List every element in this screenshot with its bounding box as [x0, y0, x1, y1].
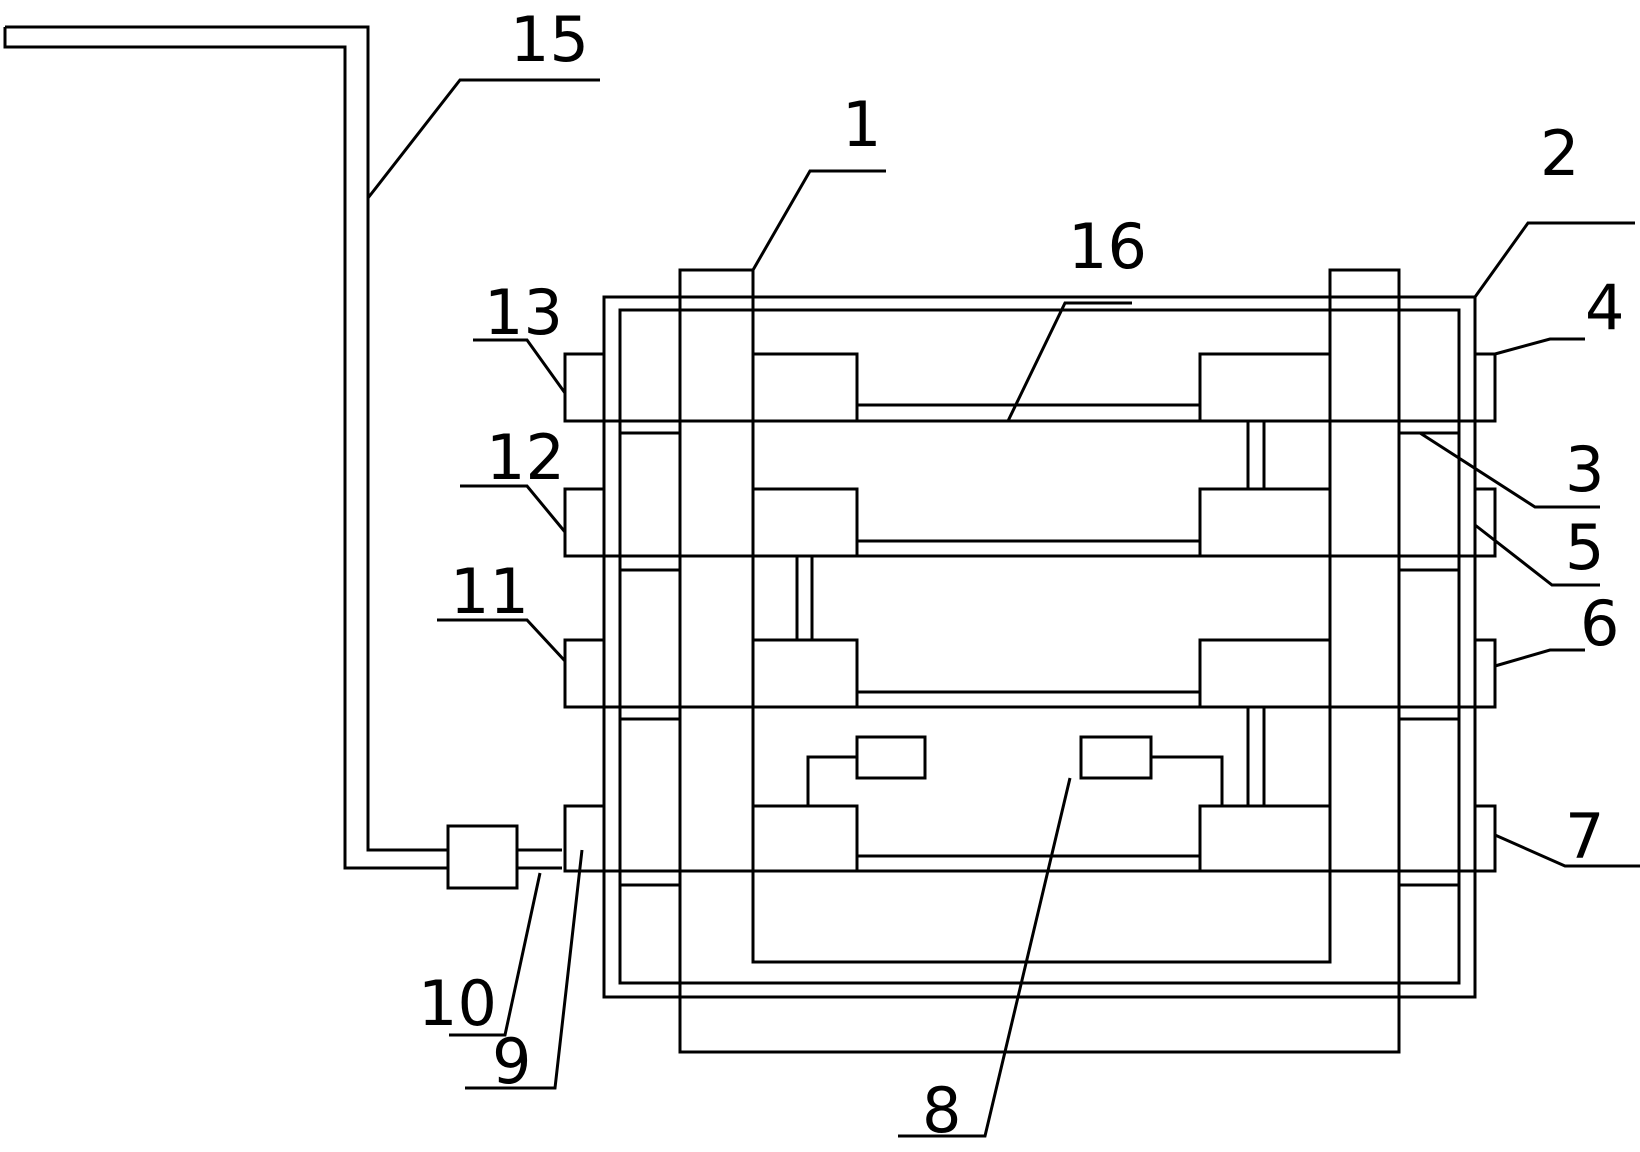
- inner-blocks: [751, 352, 1332, 873]
- label-7: 7: [1565, 800, 1604, 873]
- left-boxes: [563, 352, 606, 873]
- label-1: 1: [842, 88, 881, 161]
- reference-labels: 15 1 2 16 13 4 12 3 5 11 6 7 10 9 8: [418, 3, 1624, 1147]
- label-9: 9: [492, 1025, 531, 1098]
- label-16: 16: [1068, 210, 1147, 283]
- pump-box-10: [446, 824, 519, 890]
- box-7: [1473, 804, 1497, 873]
- leader-lines: [366, 78, 1640, 1138]
- outer-frame-2: [602, 295, 1477, 999]
- label-13: 13: [484, 276, 563, 349]
- posts: [795, 421, 1266, 806]
- right-boxes: [1473, 352, 1497, 873]
- label-2: 2: [1540, 117, 1579, 190]
- box-9: [563, 804, 606, 873]
- label-6: 6: [1580, 587, 1619, 660]
- sensors-8: [806, 735, 1224, 806]
- box-12: [563, 487, 606, 558]
- shelf-lines: [620, 419, 1459, 887]
- label-5: 5: [1565, 511, 1604, 584]
- interior-bars: [565, 419, 1495, 873]
- box-4: [1473, 352, 1497, 423]
- box-5: [1473, 487, 1497, 558]
- box-11: [563, 638, 606, 709]
- box-6: [1473, 638, 1497, 709]
- label-10: 10: [418, 967, 497, 1040]
- label-8: 8: [922, 1074, 961, 1147]
- label-4: 4: [1585, 271, 1624, 344]
- label-12: 12: [486, 421, 565, 494]
- label-15: 15: [510, 3, 589, 76]
- label-3: 3: [1565, 433, 1604, 506]
- label-11: 11: [450, 555, 529, 628]
- box-13: [563, 352, 606, 423]
- pipe-15: [3, 25, 562, 870]
